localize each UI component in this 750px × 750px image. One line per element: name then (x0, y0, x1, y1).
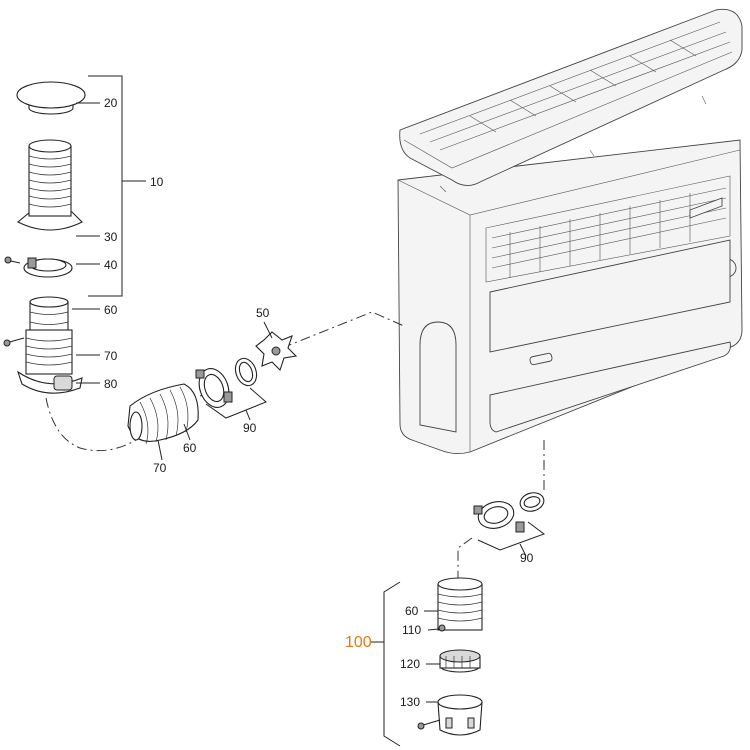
part-70-hose-mid (127, 383, 199, 461)
label-40: 40 (104, 258, 118, 272)
label-70-top: 70 (104, 349, 118, 363)
hose-ribs-mid (139, 386, 189, 445)
bracket-90-bottom (477, 521, 546, 557)
label-90-bottom: 90 (520, 551, 534, 565)
label-30: 30 (104, 230, 118, 244)
label-120: 120 (400, 657, 420, 671)
label-20: 20 (104, 96, 118, 110)
label-60-top: 60 (104, 303, 118, 317)
callout-labels: 10 20 30 40 50 60 70 80 60 70 90 90 100 … (104, 96, 534, 709)
group-10-bracket (88, 75, 146, 297)
label-90-mid: 90 (243, 421, 257, 435)
lid-grid-lines (419, 21, 731, 151)
part-120-filter (426, 649, 481, 673)
part-60-sleeve-top (29, 296, 100, 333)
part-60-sleeve-bottom (424, 577, 483, 631)
part-70-hose-top (25, 329, 100, 375)
part-130-housing (417, 694, 483, 736)
part-90-clamp-bottom (473, 492, 545, 533)
part-40-clamp (4, 256, 100, 278)
part-50-star-knob (255, 321, 298, 372)
part-20-cap (16, 81, 100, 115)
label-130: 130 (400, 695, 420, 709)
label-60-mid: 60 (183, 441, 197, 455)
label-60-bottom: 60 (405, 604, 419, 618)
group-100-bracket (370, 581, 401, 747)
part-90-clamp-mid (195, 357, 258, 408)
label-10: 10 (150, 175, 164, 189)
label-80: 80 (104, 377, 118, 391)
label-110: 110 (402, 623, 421, 637)
label-100: 100 (345, 634, 372, 651)
bracket-90-mid (205, 387, 267, 421)
screw-left (3, 337, 25, 347)
part-30-tube (17, 139, 100, 237)
appliance-cabinet (397, 8, 743, 455)
label-70-mid: 70 (153, 461, 167, 475)
part-80-elbow (16, 370, 100, 394)
tube-rings-30 (28, 155, 72, 208)
cabinet-grille-lines (491, 187, 727, 278)
label-50: 50 (256, 306, 270, 320)
part-110-fastener (427, 624, 446, 632)
sleeve-ribs-bottom (437, 593, 483, 622)
